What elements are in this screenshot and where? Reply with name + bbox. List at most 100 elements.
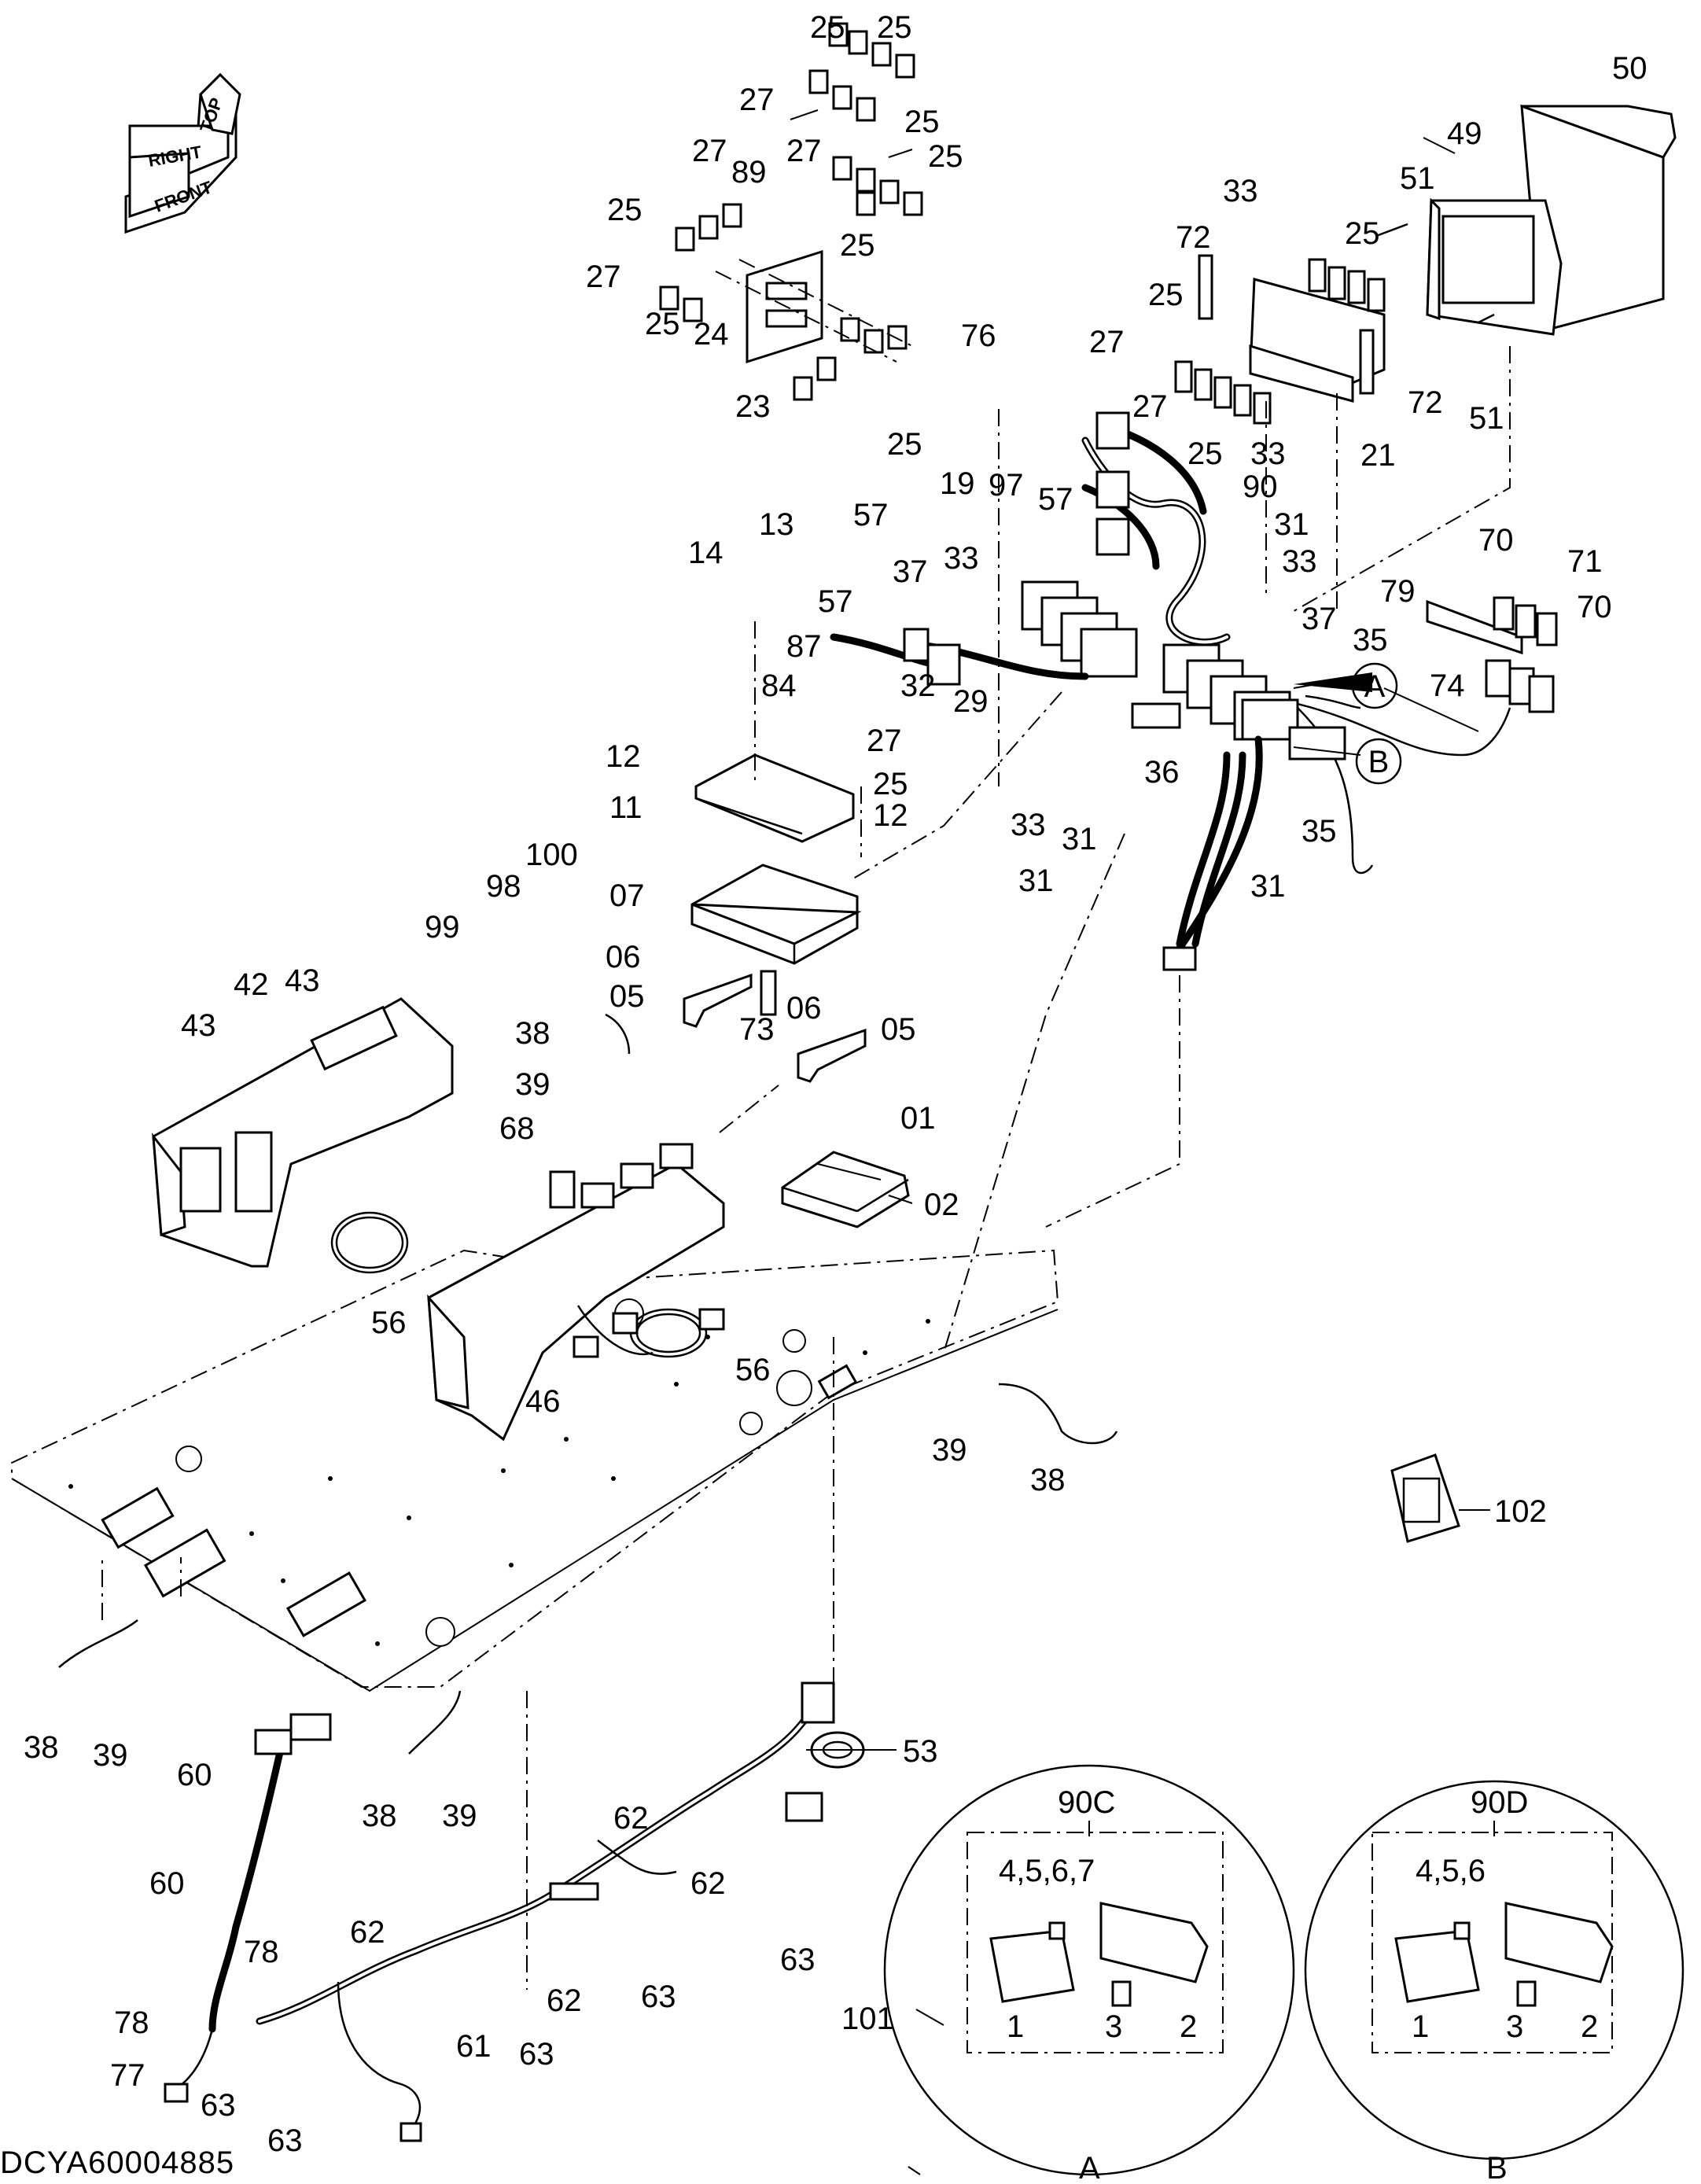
callout: 25	[1187, 436, 1223, 471]
detail-b-title: 90D	[1471, 1785, 1528, 1820]
callout: 36	[1144, 755, 1180, 790]
callout: 62	[547, 1983, 582, 2018]
callout: 11	[609, 790, 642, 825]
callout: 38	[362, 1799, 397, 1833]
callout: 62	[350, 1915, 385, 1950]
callout: 61	[456, 2029, 492, 2064]
callout: 39	[442, 1799, 477, 1833]
orientation-indicator: TOP RIGHT FRONT	[124, 72, 241, 234]
callout: 46	[525, 1384, 561, 1419]
callout: 06	[606, 940, 641, 974]
callout: 39	[515, 1067, 550, 1102]
callout: 25	[904, 105, 940, 139]
callout: 51	[1469, 401, 1504, 436]
callout: 24	[694, 317, 729, 352]
bracket-05	[683, 970, 867, 1083]
callout: 43	[285, 963, 320, 998]
detail-a-part-2: 2	[1180, 2009, 1197, 2044]
callout: 57	[818, 584, 853, 619]
callout: 25	[607, 193, 642, 227]
callout: 35	[1353, 623, 1388, 657]
relay-strip-74	[1426, 596, 1558, 655]
left-console	[152, 997, 454, 1268]
ground-cables-38	[58, 1013, 1118, 1755]
marker-a: A	[1351, 662, 1398, 709]
callout: 33	[1011, 808, 1046, 842]
callout: 25	[840, 228, 875, 263]
main-harness-90	[830, 411, 1555, 971]
callout: 14	[688, 536, 723, 570]
detail-b-subparts: 4,5,6	[1416, 1854, 1486, 1888]
callout: 87	[786, 629, 822, 664]
detail-b-part-1: 1	[1412, 2009, 1429, 2044]
callout: 38	[515, 1016, 550, 1051]
callout: 35	[1302, 814, 1337, 849]
callout: 77	[110, 2058, 145, 2093]
detail-a-part-1: 1	[1007, 2009, 1024, 2044]
lower-harness-61	[164, 1681, 835, 2142]
callout: 78	[244, 1935, 279, 1969]
callout: 62	[613, 1801, 649, 1836]
detail-a-labels: 90C 4,5,6,7 1 3 2 A	[999, 1785, 1197, 2184]
detail-b-labels: 90D 4,5,6 1 3 2 B	[1412, 1785, 1598, 2184]
callout: 90	[1243, 470, 1278, 504]
callout: 79	[1380, 574, 1416, 609]
callout: 25	[1345, 216, 1380, 251]
callout: 38	[24, 1730, 59, 1765]
callout: 27	[586, 260, 621, 294]
callout: 33	[1223, 174, 1258, 208]
callout: 37	[1302, 602, 1337, 636]
callout: 12	[873, 798, 908, 833]
callout: 25	[928, 139, 963, 174]
callout: 31	[1062, 822, 1097, 856]
detail-view-a	[883, 1764, 1295, 2176]
controller-49-cover-50	[1375, 104, 1677, 336]
callout: 01	[900, 1101, 936, 1136]
detail-a-view: A	[1079, 2151, 1100, 2184]
callout: 89	[731, 155, 767, 190]
callout: 27	[692, 134, 727, 168]
callout: 50	[1612, 51, 1648, 86]
callout: 05	[609, 979, 645, 1014]
callout: 57	[853, 498, 889, 532]
callout: 37	[893, 554, 928, 589]
detail-b-part-3: 3	[1506, 2009, 1523, 2044]
relay	[659, 22, 923, 401]
detail-b-part-2: 2	[1581, 2009, 1598, 2044]
callout: 63	[201, 2088, 236, 2123]
callout: 56	[735, 1353, 771, 1387]
leader-lines	[101, 109, 1511, 2175]
callout: 49	[1447, 116, 1482, 151]
callout: 07	[609, 878, 645, 913]
callout: 27	[867, 724, 902, 758]
callout: 19	[940, 466, 975, 501]
callout: 42	[234, 967, 269, 1002]
callout: 23	[735, 389, 771, 424]
callout: 33	[1250, 436, 1286, 471]
callout: 25	[810, 10, 845, 45]
callout: 63	[519, 2037, 554, 2072]
detail-a-title: 90C	[1058, 1785, 1115, 1820]
marker-b-label: B	[1368, 745, 1390, 779]
callout: 33	[1282, 544, 1317, 579]
right-console	[427, 1143, 725, 1442]
callout: 72	[1408, 385, 1443, 420]
callout: 12	[606, 739, 641, 774]
callout: 21	[1360, 438, 1396, 473]
callout: 98	[486, 869, 521, 904]
part-102	[1390, 1453, 1460, 1543]
callout: 32	[900, 668, 936, 703]
callout: 31	[1018, 864, 1054, 898]
callout: 06	[786, 991, 822, 1026]
document-code: DCYA60004885	[0, 2145, 235, 2180]
callout: 56	[371, 1306, 407, 1340]
callout: 39	[93, 1738, 128, 1773]
callouts: 25 25 27 25 27 89 27 25 25 25 27 25 24 2…	[24, 10, 1648, 2158]
callout: 02	[924, 1188, 959, 1222]
callout: 27	[786, 134, 822, 168]
callout: 27	[1089, 325, 1125, 359]
callout: 63	[780, 1943, 816, 1977]
callout: 43	[181, 1008, 216, 1043]
callout: 78	[114, 2005, 149, 2040]
